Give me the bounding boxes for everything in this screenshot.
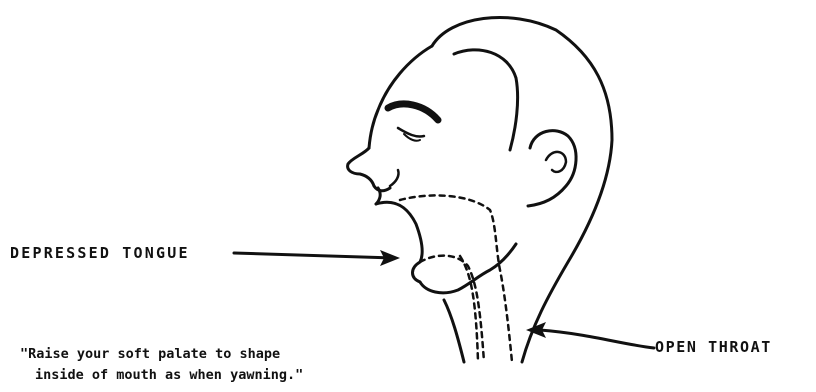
cheek-line	[390, 170, 399, 186]
eyebrow	[388, 104, 438, 120]
nose-outline	[348, 148, 390, 191]
caption-line-2: inside of mouth as when yawning."	[20, 365, 303, 386]
depressed-tongue-label: DEPRESSED TONGUE	[10, 244, 190, 262]
head-back-outline	[432, 17, 612, 362]
hairline	[454, 50, 518, 150]
ear-outline	[528, 131, 576, 206]
neck-front-outline	[444, 300, 464, 362]
ear-inner	[546, 152, 566, 172]
throat-arrow-line	[540, 330, 654, 348]
yawning-caption: "Raise your soft palate to shape inside …	[20, 344, 303, 386]
forehead-outline	[369, 46, 432, 148]
open-throat-label: OPEN THROAT	[655, 338, 772, 356]
open-mouth-outline	[376, 202, 422, 282]
tongue-arrow-line	[234, 253, 392, 258]
caption-line-1: "Raise your soft palate to shape	[20, 344, 303, 365]
closed-eye	[398, 128, 424, 137]
throat-back-dashed	[460, 256, 478, 362]
